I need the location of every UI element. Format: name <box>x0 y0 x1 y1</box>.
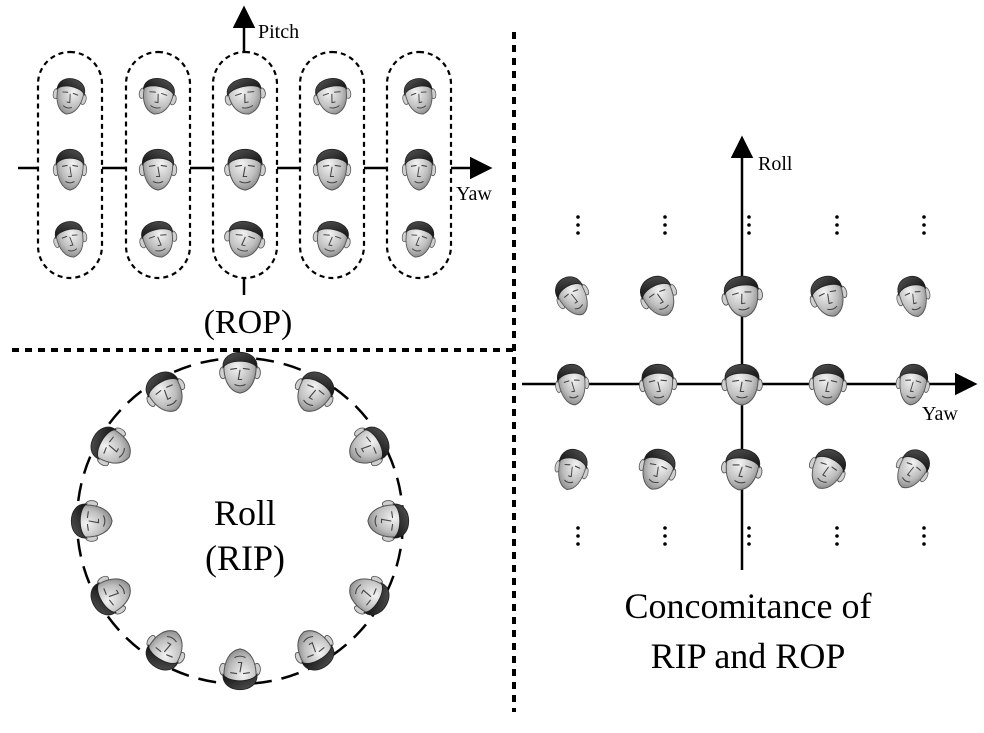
combo-head <box>807 362 849 407</box>
combo-panel: Roll Yaw Concomitance of RIP and ROP <box>522 135 978 676</box>
rop-panel: Pitch Yaw (ROP) <box>18 5 493 341</box>
rip-head <box>285 364 343 421</box>
ellipsis-dots <box>922 215 926 235</box>
rip-panel: Roll (RIP) <box>70 351 410 691</box>
combo-head <box>892 361 933 408</box>
rip-label-roll: Roll <box>214 493 276 533</box>
ellipsis-dots <box>835 215 839 235</box>
rop-head-grid <box>36 50 453 280</box>
ellipsis-dots <box>747 526 751 546</box>
combo-caption-line1: Concomitance of <box>625 586 872 626</box>
rip-head <box>137 364 195 421</box>
ellipsis-dots <box>835 526 839 546</box>
combo-head <box>886 442 938 497</box>
combo-head <box>721 363 763 406</box>
ellipsis-dots <box>663 215 667 235</box>
combo-head <box>800 442 854 497</box>
rip-label-caption: (RIP) <box>205 538 285 578</box>
combo-head <box>891 272 936 322</box>
combo-head <box>552 361 593 408</box>
rip-head <box>83 566 140 624</box>
rip-head <box>219 648 261 691</box>
pitch-axis-label: Pitch <box>258 21 299 43</box>
rip-head <box>219 351 261 394</box>
combo-head <box>549 445 594 495</box>
combo-head <box>718 272 767 321</box>
rip-head <box>83 418 140 476</box>
combo-head <box>803 270 854 323</box>
combo-yaw-axis-label: Yaw <box>922 403 958 425</box>
rip-head <box>137 621 195 678</box>
rip-head <box>340 566 397 624</box>
rip-head <box>367 500 410 542</box>
rip-head <box>340 418 397 476</box>
ellipsis-dots <box>747 215 751 235</box>
ellipsis-dots <box>576 215 580 235</box>
rip-head <box>285 621 343 678</box>
combo-head <box>717 445 766 494</box>
combo-head <box>547 269 599 324</box>
combo-head <box>632 443 683 496</box>
rop-caption: (ROP) <box>204 304 293 341</box>
ellipsis-dots <box>663 526 667 546</box>
ellipsis-dots <box>922 526 926 546</box>
ellipsis-dots <box>576 526 580 546</box>
combo-head <box>637 362 679 407</box>
rip-head <box>70 500 113 542</box>
combo-caption-line2: RIP and ROP <box>651 636 846 676</box>
continuation-dots <box>576 215 926 546</box>
rop-yaw-axis-label: Yaw <box>456 183 492 205</box>
combo-head <box>632 269 686 324</box>
roll-axis-label: Roll <box>758 153 793 175</box>
